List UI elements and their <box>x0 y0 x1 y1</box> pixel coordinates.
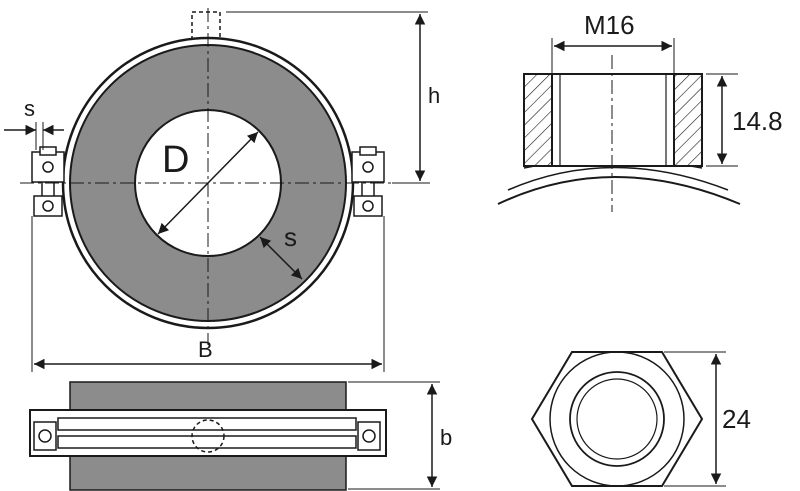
nut-height-label: 14.8 <box>732 106 783 136</box>
hex-bore <box>569 371 665 467</box>
depth-label: b <box>440 425 452 450</box>
nut-body <box>523 73 703 167</box>
across-flats-label: 24 <box>722 404 751 434</box>
chamfer-circle <box>549 351 685 487</box>
band-thickness-label: s <box>24 96 35 121</box>
threaded-stub <box>191 11 221 41</box>
diameter-dimension <box>157 131 259 235</box>
bottom-view: b <box>29 381 452 491</box>
left-bolt <box>31 146 65 217</box>
height-label: h <box>428 83 440 108</box>
nut-top-view: 24 <box>530 351 751 487</box>
wall-thickness-dimension <box>259 236 303 280</box>
right-bolt <box>351 146 385 217</box>
thread-label: M16 <box>584 10 635 40</box>
nut-section-view: M16 14.8 <box>497 10 783 212</box>
hidden-stub <box>191 419 225 453</box>
band-outline <box>29 409 387 457</box>
nut-wall-right <box>673 73 703 167</box>
diameter-label: D <box>162 139 189 181</box>
front-view: D s s h B <box>4 8 440 372</box>
wall-thickness-label: s <box>284 222 297 252</box>
nut-wall-left <box>523 73 553 167</box>
width-label: B <box>198 337 213 362</box>
